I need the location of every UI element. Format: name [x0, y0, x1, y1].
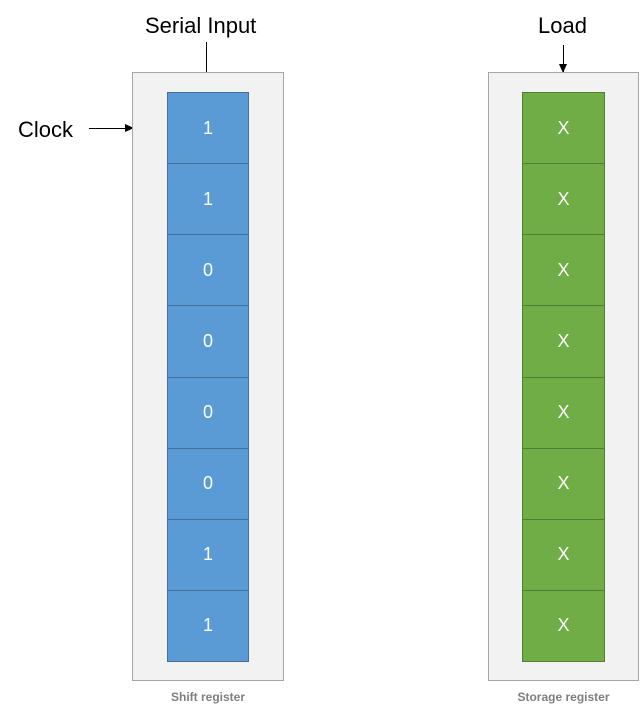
shift-register-cell: 1	[167, 92, 249, 165]
shift-register-cell: 1	[167, 519, 249, 591]
storage-register-cell: X	[522, 92, 605, 165]
storage-register-cell: X	[522, 448, 605, 520]
shift-register-cell: 0	[167, 235, 249, 307]
storage-register-cell: X	[522, 164, 605, 236]
clock-arrow-icon	[89, 124, 134, 132]
shift-register-cell: 0	[167, 448, 249, 520]
storage-register-cells: X X X X X X X X	[522, 92, 605, 662]
load-arrow-icon	[559, 45, 567, 73]
clock-label: Clock	[18, 117, 74, 142]
storage-register-caption: Storage register	[517, 690, 610, 704]
storage-register-cell: X	[522, 590, 605, 662]
storage-register-cell: X	[522, 377, 605, 449]
shift-register-cells: 1 1 0 0 0 0 1 1	[167, 92, 249, 662]
shift-register-cell: 1	[167, 590, 249, 662]
storage-register-cell: X	[522, 306, 605, 378]
shift-register-cell: 0	[167, 377, 249, 449]
serial-input-label: Serial Input	[145, 13, 257, 38]
storage-register-cell: X	[522, 235, 605, 307]
shift-register-cell: 1	[167, 164, 249, 236]
load-label: Load	[538, 13, 587, 38]
shift-register-cell: 0	[167, 306, 249, 378]
shift-register-caption: Shift register	[170, 690, 245, 704]
storage-register-cell: X	[522, 519, 605, 591]
